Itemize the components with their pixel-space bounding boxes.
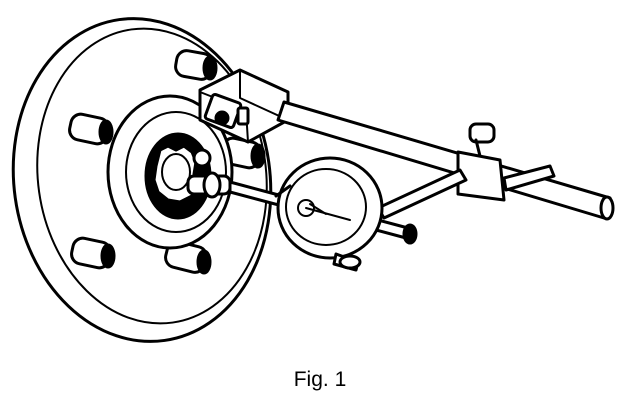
dial-indicator — [274, 156, 384, 272]
wheel-stud — [68, 112, 114, 146]
rod-clamp — [456, 122, 556, 202]
wheel-stud — [70, 236, 116, 270]
indicator-arm — [374, 168, 468, 245]
wheel-studs — [68, 49, 266, 275]
wheel-stud — [174, 49, 218, 81]
wheel-hub — [106, 94, 234, 250]
wheel-stud — [220, 136, 266, 170]
figure-caption: Fig. 1 — [293, 368, 347, 391]
